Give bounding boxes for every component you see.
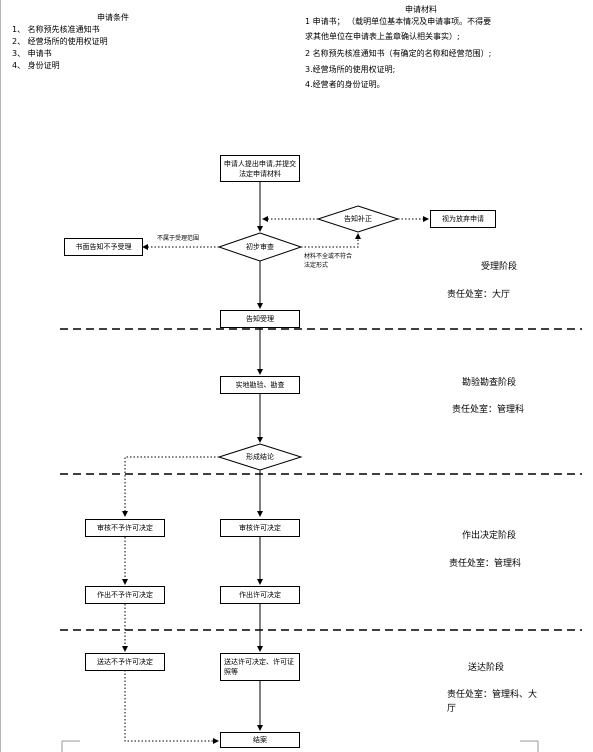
note-not-in-scope: 不属于受理范围	[157, 235, 200, 242]
label-form-conclusion: 形成结论	[246, 453, 274, 461]
stage-2-dept: 责任处室：管理科	[452, 405, 525, 415]
box-apply: 申请人提出申请,并提交法定申请材料	[220, 155, 300, 182]
box-deemed-abandon: 视为放弃申请	[430, 210, 496, 228]
material-line-5: 4.经营者的身份证明。	[305, 80, 385, 89]
box-deliver-permit: 送达许可决定、许可证照等	[220, 653, 300, 681]
materials-title: 申请材料	[405, 5, 437, 14]
box-site-inspection: 实地勘验、勘查	[220, 376, 300, 394]
arrow-review-to-correction	[301, 233, 361, 248]
condition-item-1: 1、 名称预先核准通知书	[12, 25, 100, 34]
box-review-permit: 审核许可决定	[220, 519, 300, 537]
condition-item-4: 4、 身份证明	[12, 61, 60, 70]
condition-item-2: 2、 经营场所的使用权证明	[12, 37, 108, 46]
box-make-deny: 作出不予许可决定	[85, 586, 165, 604]
stage-3-dept: 责任处室：管理科	[449, 559, 522, 569]
material-line-1: 1 申请书； （载明单位基本情况及申请事项。不得要	[305, 17, 492, 26]
label-preliminary-review: 初步审查	[246, 243, 274, 251]
stage-2-name: 勘验勘查阶段	[462, 378, 517, 388]
material-line-4: 3.经营场所的使用权证明;	[305, 65, 396, 74]
stage-3-name: 作出决定阶段	[462, 531, 517, 541]
material-line-2: 求其他单位在申请表上盖章确认相关事实）;	[305, 32, 460, 41]
arrow-deny-deliver-to-close	[124, 670, 219, 744]
box-notify-accept: 告知受理	[220, 310, 300, 328]
label-notify-correction: 告知补正	[344, 215, 372, 223]
conditions-title: 申请条件	[97, 13, 129, 22]
box-deliver-deny: 送达不予许可决定	[85, 653, 165, 671]
box-close: 结案	[220, 732, 300, 748]
stage-4-dept: 责任处室：管理科、大厅	[447, 690, 538, 714]
stage-4-name: 送达阶段	[468, 663, 505, 673]
box-make-permit: 作出许可决定	[220, 586, 300, 604]
condition-item-3: 3、 申请书	[12, 49, 52, 58]
material-line-3: 2 名称预先核准通知书（有确定的名称和经营范围）;	[305, 49, 492, 58]
box-reject-written: 书面告知不予受理	[64, 238, 143, 256]
arrow-conclusion-to-deny	[122, 456, 219, 517]
stage-1-dept: 责任处室：大厅	[447, 290, 511, 300]
box-review-deny: 审核不予许可决定	[85, 519, 165, 537]
note-incomplete: 材料不全或不符合法定形式	[304, 253, 353, 269]
diamond-notify-correction	[316, 205, 400, 233]
stage-1-name: 受理阶段	[481, 262, 518, 272]
